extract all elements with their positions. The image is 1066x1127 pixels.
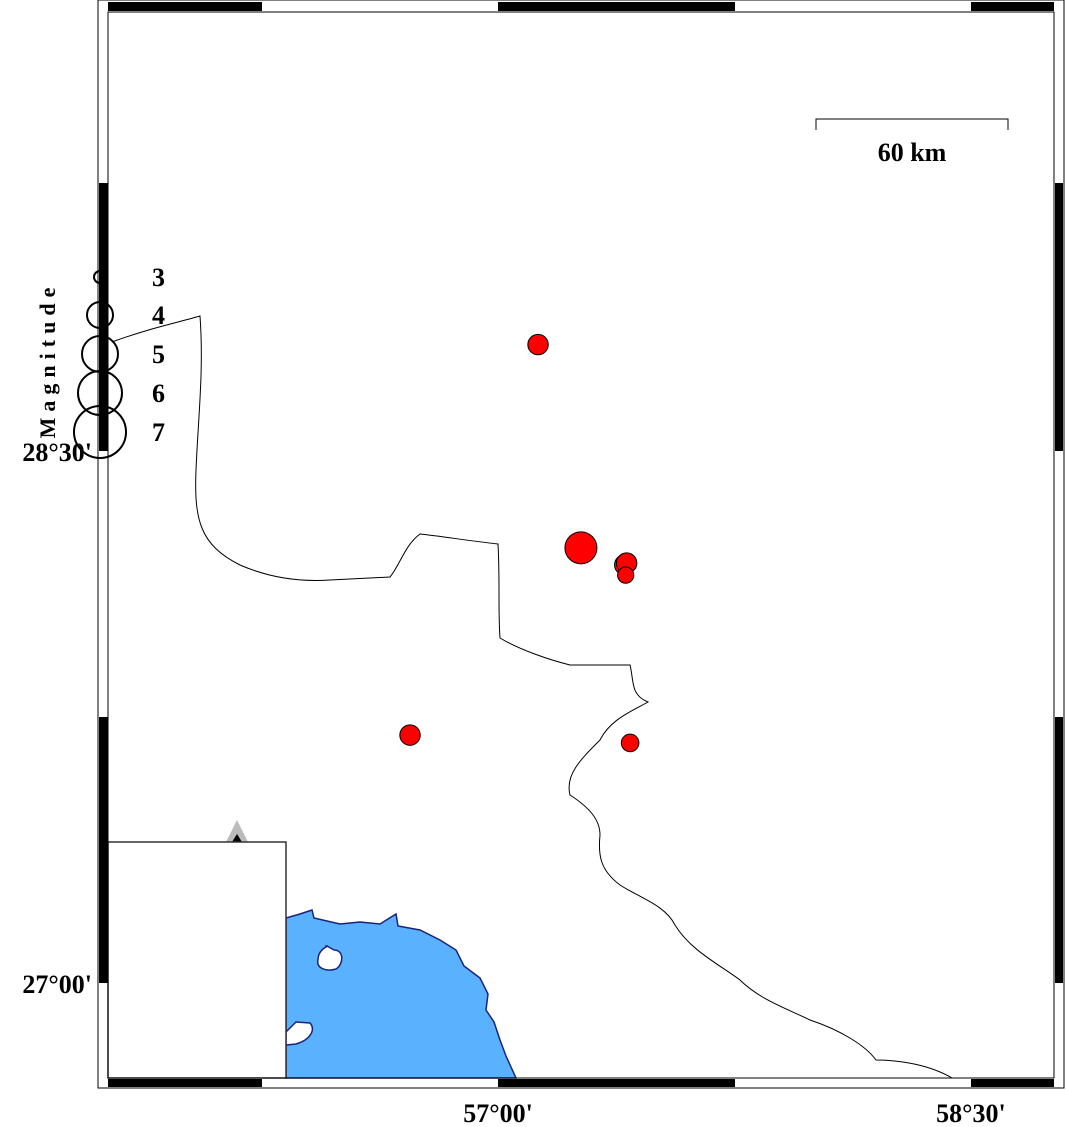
events-layer bbox=[399, 333, 640, 753]
frame-tick bbox=[108, 1079, 262, 1087]
lat-label: 27°00' bbox=[22, 970, 92, 999]
legend-title: Magnitude bbox=[35, 282, 60, 439]
lon-label: 57°00' bbox=[463, 1099, 533, 1127]
legend-label: 3 bbox=[152, 263, 165, 292]
frame-tick bbox=[498, 1079, 735, 1087]
frame-tick bbox=[498, 2, 735, 11]
legend-label: 5 bbox=[152, 340, 165, 369]
magnitude-legend: 3 4 5 6 7 Magnitude bbox=[35, 263, 165, 459]
legend-circle bbox=[93, 270, 107, 284]
island bbox=[317, 945, 343, 971]
earthquake-marker bbox=[527, 333, 549, 356]
lat-label: 28°30' bbox=[22, 438, 92, 467]
province-border bbox=[111, 315, 953, 1079]
earthquake-marker bbox=[399, 724, 421, 746]
scale-bar-label: 60 km bbox=[878, 138, 947, 167]
frame-tick bbox=[1055, 717, 1063, 983]
earthquake-marker bbox=[620, 733, 640, 753]
earthquake-marker bbox=[564, 531, 598, 565]
island bbox=[285, 1021, 314, 1046]
earthquake-marker bbox=[617, 566, 635, 584]
frame-tick bbox=[971, 1079, 1054, 1087]
legend-label: 6 bbox=[152, 379, 165, 408]
frame-tick bbox=[1055, 183, 1063, 451]
north-arrow-icon bbox=[226, 820, 248, 842]
legend-label: 7 bbox=[152, 418, 165, 447]
frame-tick bbox=[99, 183, 108, 451]
sea-area bbox=[285, 909, 518, 1079]
axis-labels: 57°00' 58°30' 28°30' 27°00' bbox=[22, 438, 1005, 1127]
frame-tick bbox=[108, 2, 262, 11]
lon-label: 58°30' bbox=[936, 1099, 1006, 1127]
legend-circle bbox=[73, 405, 127, 459]
scale-bar bbox=[815, 118, 1009, 130]
legend-circle bbox=[77, 370, 123, 416]
north-arrow-tip bbox=[232, 834, 242, 842]
inset-map-box bbox=[107, 841, 287, 1079]
map-frame bbox=[97, 0, 1065, 1089]
frame-tick bbox=[99, 717, 108, 983]
frame-tick bbox=[971, 2, 1054, 11]
legend-circle bbox=[86, 301, 114, 329]
legend-label: 4 bbox=[152, 301, 165, 330]
